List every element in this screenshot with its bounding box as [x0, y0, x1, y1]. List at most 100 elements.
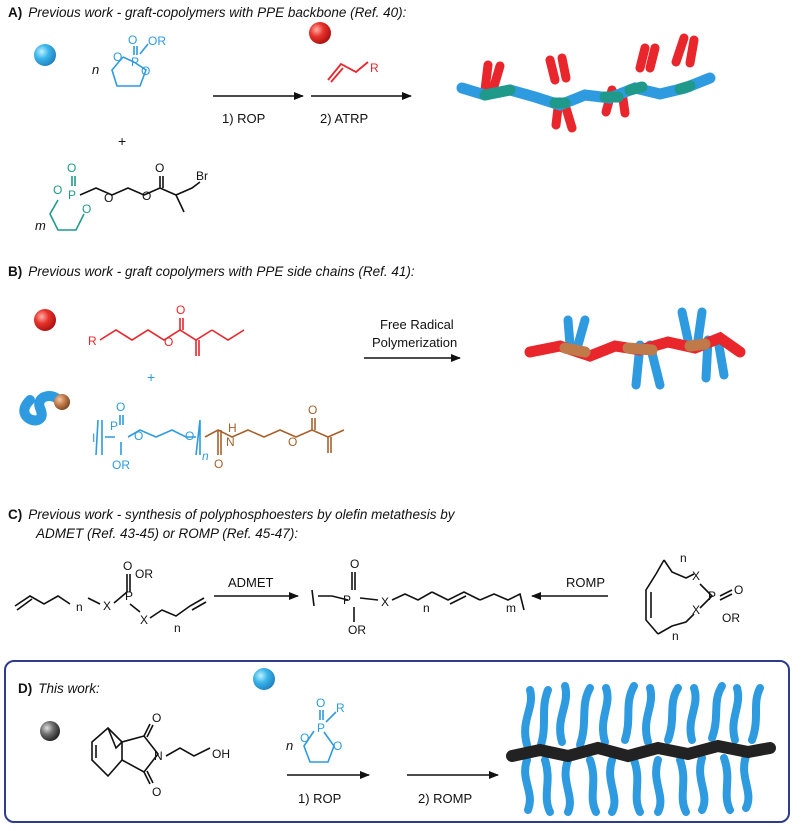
section-a-title: Previous work - graft-copolymers with PP…	[28, 5, 407, 20]
a-blue-sphere	[34, 44, 56, 66]
section-b-letter: B)	[8, 264, 23, 279]
svg-text:O: O	[333, 739, 342, 753]
svg-text:H: H	[228, 421, 237, 435]
svg-text:X: X	[103, 599, 111, 613]
svg-text:P: P	[343, 593, 351, 607]
svg-text:n: n	[174, 621, 181, 635]
svg-text:O: O	[123, 559, 132, 573]
d-product-bottlebrush	[506, 682, 776, 816]
b-product-polymer	[524, 307, 746, 390]
svg-text:n: n	[92, 62, 99, 77]
d-grey-sphere	[40, 721, 60, 741]
section-d-letter: D)	[18, 681, 33, 696]
b-monomer: R O O	[88, 303, 245, 356]
svg-text:I: I	[92, 431, 95, 445]
svg-text:O: O	[113, 50, 122, 64]
b-macromonomer-icon	[19, 391, 70, 426]
a-initiator: m O O P O O O O Br	[35, 161, 208, 233]
svg-text:O: O	[316, 696, 325, 710]
svg-text:R: R	[336, 701, 345, 715]
b-macromonomer: P O O O OR I n H N O O O	[92, 400, 345, 472]
section-b-cond-2: Polymerization	[372, 335, 458, 350]
svg-text:O: O	[134, 429, 143, 443]
section-d-title: This work:	[38, 681, 100, 696]
svg-text:n: n	[672, 629, 679, 643]
svg-text:m: m	[506, 601, 516, 615]
svg-text:X: X	[140, 613, 148, 627]
section-d-frame	[4, 660, 790, 823]
svg-text:O: O	[128, 33, 137, 47]
svg-text:O: O	[53, 183, 62, 197]
section-a-step2: 2) ATRP	[320, 111, 369, 126]
section-a-step1: 1) ROP	[222, 111, 266, 126]
svg-text:OR: OR	[112, 458, 130, 472]
svg-text:O: O	[185, 429, 194, 443]
section-a-letter: A)	[8, 5, 23, 20]
svg-text:OR: OR	[348, 623, 366, 637]
section-b-cond-1: Free Radical	[380, 317, 454, 332]
svg-text:n: n	[680, 551, 687, 565]
b-red-sphere	[34, 309, 56, 331]
svg-text:O: O	[152, 785, 161, 799]
section-b-heading: B) Previous work - graft copolymers with …	[8, 265, 415, 279]
section-c-title-1: Previous work - synthesis of polyphospho…	[28, 507, 455, 522]
svg-text:O: O	[308, 403, 317, 417]
section-d-step2: 2) ROMP	[418, 791, 473, 806]
svg-text:R: R	[370, 61, 379, 75]
section-d-step1: 1) ROP	[298, 791, 342, 806]
svg-text:N: N	[154, 749, 163, 763]
section-c-letter: C)	[8, 507, 23, 522]
svg-text:X: X	[381, 595, 389, 609]
b-plus: +	[147, 369, 155, 385]
svg-text:O: O	[288, 435, 297, 449]
section-c-romp: ROMP	[566, 575, 605, 590]
svg-text:O: O	[116, 400, 125, 414]
svg-text:X: X	[692, 569, 700, 583]
section-c-heading: C) Previous work - synthesis of polyphosp…	[8, 508, 454, 522]
section-c-title-2: ADMET (Ref. 43-45) or ROMP (Ref. 45-47):	[36, 526, 299, 541]
section-d-heading: D) This work:	[18, 682, 100, 696]
svg-text:OH: OH	[212, 747, 230, 761]
a-product-polymer	[456, 33, 716, 133]
section-a-heading: A) Previous work - graft-copolymers with …	[8, 6, 406, 20]
svg-text:O: O	[734, 583, 743, 597]
svg-text:n: n	[423, 601, 430, 615]
svg-text:O: O	[214, 457, 223, 471]
c-cyclic-monomer: n X X n P O OR	[645, 551, 743, 643]
svg-text:N: N	[226, 435, 235, 449]
svg-text:OR: OR	[722, 611, 740, 625]
svg-text:P: P	[68, 188, 76, 202]
section-c-heading-2: ADMET (Ref. 43-45) or ROMP (Ref. 45-47):	[36, 527, 298, 541]
svg-text:O: O	[300, 731, 309, 745]
d-cyclic-phosphonate: n O P R O O	[286, 696, 345, 763]
a-vinyl-monomer: R	[327, 61, 379, 83]
svg-text:P: P	[110, 419, 118, 433]
svg-text:P: P	[708, 589, 716, 603]
d-blue-sphere	[253, 668, 275, 690]
svg-text:Br: Br	[196, 169, 208, 183]
c-polymer: P O OR X n m	[311, 557, 525, 637]
svg-text:O: O	[164, 335, 173, 349]
svg-text:n: n	[286, 738, 293, 753]
svg-text:O: O	[141, 64, 150, 78]
svg-text:R: R	[88, 334, 97, 348]
svg-text:O: O	[152, 711, 161, 725]
a-cyclic-phosphate: n O P O O OR	[92, 33, 166, 87]
a-plus: +	[118, 133, 126, 149]
svg-text:O: O	[155, 161, 164, 175]
svg-text:O: O	[67, 161, 76, 175]
a-red-sphere	[309, 22, 331, 44]
svg-text:O: O	[104, 191, 113, 205]
d-norbornene-monomer: O O N OH	[91, 711, 230, 799]
svg-text:O: O	[82, 202, 91, 216]
section-c-admet: ADMET	[228, 575, 274, 590]
svg-text:n: n	[76, 600, 83, 614]
svg-text:m: m	[35, 218, 46, 233]
c-diene: n X O OR P X n	[14, 559, 207, 635]
svg-text:P: P	[131, 55, 139, 69]
svg-text:OR: OR	[135, 567, 153, 581]
svg-text:P: P	[317, 721, 325, 735]
section-b-title: Previous work - graft copolymers with PP…	[28, 264, 415, 279]
